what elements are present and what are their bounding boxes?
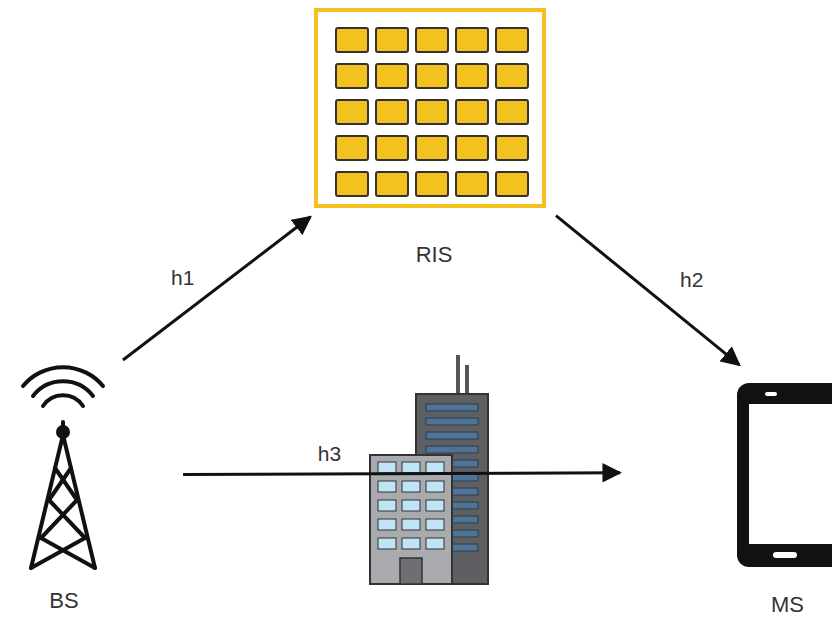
mobile-station-node: MS — [735, 370, 832, 618]
tower-icon — [5, 360, 115, 580]
node-label: RIS — [312, 242, 556, 268]
channel-label: h2 — [677, 268, 706, 292]
phone-icon — [735, 370, 832, 570]
channel-label: h1 — [168, 266, 197, 290]
channel-arrow — [183, 473, 620, 475]
node-label: BS — [5, 588, 123, 614]
base-station-node: BS — [5, 360, 123, 614]
node-label: MS — [735, 592, 832, 618]
ris-panel — [312, 6, 548, 210]
channel-arrow — [556, 216, 739, 365]
channel-arrow — [123, 217, 310, 360]
ris-node: RIS — [312, 6, 556, 268]
channel-label: h3 — [315, 442, 344, 466]
